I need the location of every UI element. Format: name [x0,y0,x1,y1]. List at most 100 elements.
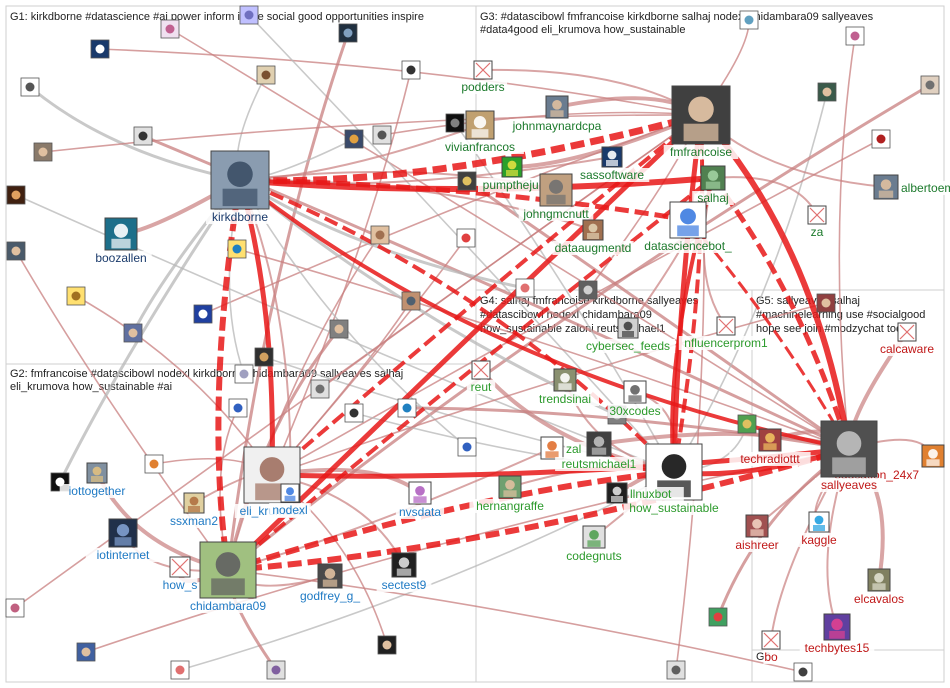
node-zal[interactable]: zal [540,436,587,460]
node-avatar-unlabeled[interactable] [144,454,164,474]
node-30xcodes[interactable]: 30xcodes [607,380,663,418]
node-avatar-unlabeled[interactable] [76,642,96,662]
avatar-body [114,537,132,546]
node-iotinternet[interactable]: iotinternet [85,518,161,562]
node-avatar-unlabeled[interactable] [457,437,477,457]
node-avatar-unlabeled[interactable] [445,113,465,133]
node-albertoemachado[interactable]: albertoemachado [873,174,950,200]
node-pumpthejui[interactable]: pumpthejui [478,156,546,192]
node-avatar-unlabeled[interactable] [397,398,417,418]
node-avatar-unlabeled[interactable] [372,125,392,145]
node-trendsinai[interactable]: trendsinai [531,368,599,406]
node-techbytes15[interactable]: techbytes15 [799,613,875,655]
node-chidambara09[interactable]: chidambara09 [187,541,269,613]
node-avatar-unlabeled[interactable] [227,239,247,259]
node-avatar-unlabeled[interactable] [871,129,891,149]
node-godfrey_g_[interactable]: godfrey_g_ [296,563,364,603]
node-avatar-unlabeled[interactable] [708,607,728,627]
avatar-body [611,496,623,502]
node-nvsdata[interactable]: nvsdata [395,481,445,519]
node-reutsmichael1[interactable]: reutsmichael1 [555,431,643,471]
node-avatar-unlabeled[interactable] [90,39,110,59]
node-dataaugmentd[interactable]: dataaugmentd [552,219,634,255]
node-avatar-unlabeled[interactable] [401,291,421,311]
node-avatar-unlabeled[interactable] [20,77,40,97]
node-reut[interactable]: reut [466,360,496,394]
node-avatar-unlabeled[interactable] [737,414,757,434]
node-bo[interactable]: bo [761,630,781,664]
node-avatar-unlabeled[interactable] [239,5,259,25]
node-avatar-unlabeled[interactable] [344,403,364,423]
node-za[interactable]: za [807,205,827,239]
node-kaggle[interactable]: kaggle [798,511,840,547]
node-avatar-unlabeled[interactable] [793,662,813,682]
node-avatar-unlabeled[interactable] [160,19,180,39]
node-how_s[interactable]: how_s [162,556,198,592]
node-avatar-unlabeled[interactable] [234,364,254,384]
node-avatar-unlabeled[interactable] [66,286,86,306]
node-avatar-unlabeled[interactable] [845,26,865,46]
node-avatar-unlabeled[interactable] [266,660,286,680]
node-hernangraffe[interactable]: hernangraffe [469,475,551,513]
node-avatar-unlabeled[interactable] [456,228,476,248]
node-salhaj[interactable]: salhaj [692,165,734,205]
node-avatar-unlabeled[interactable] [256,65,276,85]
node-avatar-unlabeled[interactable] [310,379,330,399]
node-avatar-unlabeled[interactable] [133,126,153,146]
node-sectest9[interactable]: sectest9 [376,552,432,592]
node-avatar-unlabeled[interactable] [6,185,26,205]
node-avatar-unlabeled[interactable] [370,225,390,245]
avatar-mark [349,408,359,418]
node-label-nfluencerprom1: nfluencerprom1 [684,336,768,350]
node-cybersec_feeds[interactable]: cybersec_feeds [580,317,676,353]
avatar-body [683,123,719,142]
label-bg [563,549,625,563]
node-avatar-unlabeled[interactable] [344,129,364,149]
node-avatar-unlabeled[interactable] [817,82,837,102]
node-avatar-unlabeled[interactable] [920,75,940,95]
node-avatar-unlabeled[interactable] [193,304,213,324]
node-avatar-unlabeled[interactable] [228,398,248,418]
node-avatar-unlabeled[interactable] [329,319,349,339]
node-vivianfrancos[interactable]: vivianfrancos [436,110,524,154]
node-avatar-unlabeled[interactable] [816,293,836,313]
node-avatar-unlabeled[interactable] [33,142,53,162]
node-avatar-unlabeled[interactable] [5,598,25,618]
node-sassoftware[interactable]: sassoftware [574,146,650,182]
node-boozallen[interactable]: boozallen [90,217,152,265]
node-techradiottt[interactable]: techradiottt [729,428,811,466]
node-podders[interactable]: podders [458,60,508,94]
placeholder-cross [475,62,491,78]
node-avatar-unlabeled[interactable] [515,278,535,298]
node-elcavalos[interactable]: elcavalos [848,568,910,606]
node-johngmcnutt[interactable]: johngmcnutt [518,173,594,221]
node-avatar-unlabeled[interactable] [578,280,598,300]
node-nodexl[interactable]: nodexl [269,483,311,517]
avatar-head [623,321,633,331]
avatar-body [545,451,559,458]
node-sallyeaves[interactable]: sallyeaves [815,420,883,492]
node-avatar-unlabeled[interactable] [170,660,190,680]
node-nfluencerprom1[interactable]: nfluencerprom1 [678,316,774,350]
node-avatar-unlabeled[interactable] [123,323,143,343]
node-avatar-unlabeled[interactable] [6,241,26,261]
node-avatar-unlabeled[interactable] [377,635,397,655]
node-avatar-unlabeled[interactable] [666,660,686,680]
node-avatar-unlabeled[interactable] [338,23,358,43]
node-iottogether[interactable]: iottogether [59,462,135,498]
avatar-mark [138,131,148,141]
node-codegnuts[interactable]: codegnuts [563,525,625,563]
node-fmfrancoise[interactable]: fmfrancoise [663,85,739,159]
node-avatar-unlabeled[interactable] [739,10,759,30]
node-aishreer[interactable]: aishreer [729,514,785,552]
node-ssxman2[interactable]: ssxman2 [169,492,218,528]
avatar-mark [343,28,353,38]
node-calcaware[interactable]: calcaware [876,322,938,356]
node-johnmaynardcpa[interactable]: johnmaynardcpa [509,95,605,133]
node-datasciencebot_[interactable]: datasciencebot_ [637,201,739,253]
node-avatar-unlabeled[interactable] [254,347,274,367]
node-llnuxbot[interactable]: llnuxbot [606,482,684,504]
node-avatar-unlabeled[interactable] [401,60,421,80]
node-kirkdborne[interactable]: kirkdborne [206,150,274,224]
node-avatar-unlabeled[interactable] [457,171,477,191]
